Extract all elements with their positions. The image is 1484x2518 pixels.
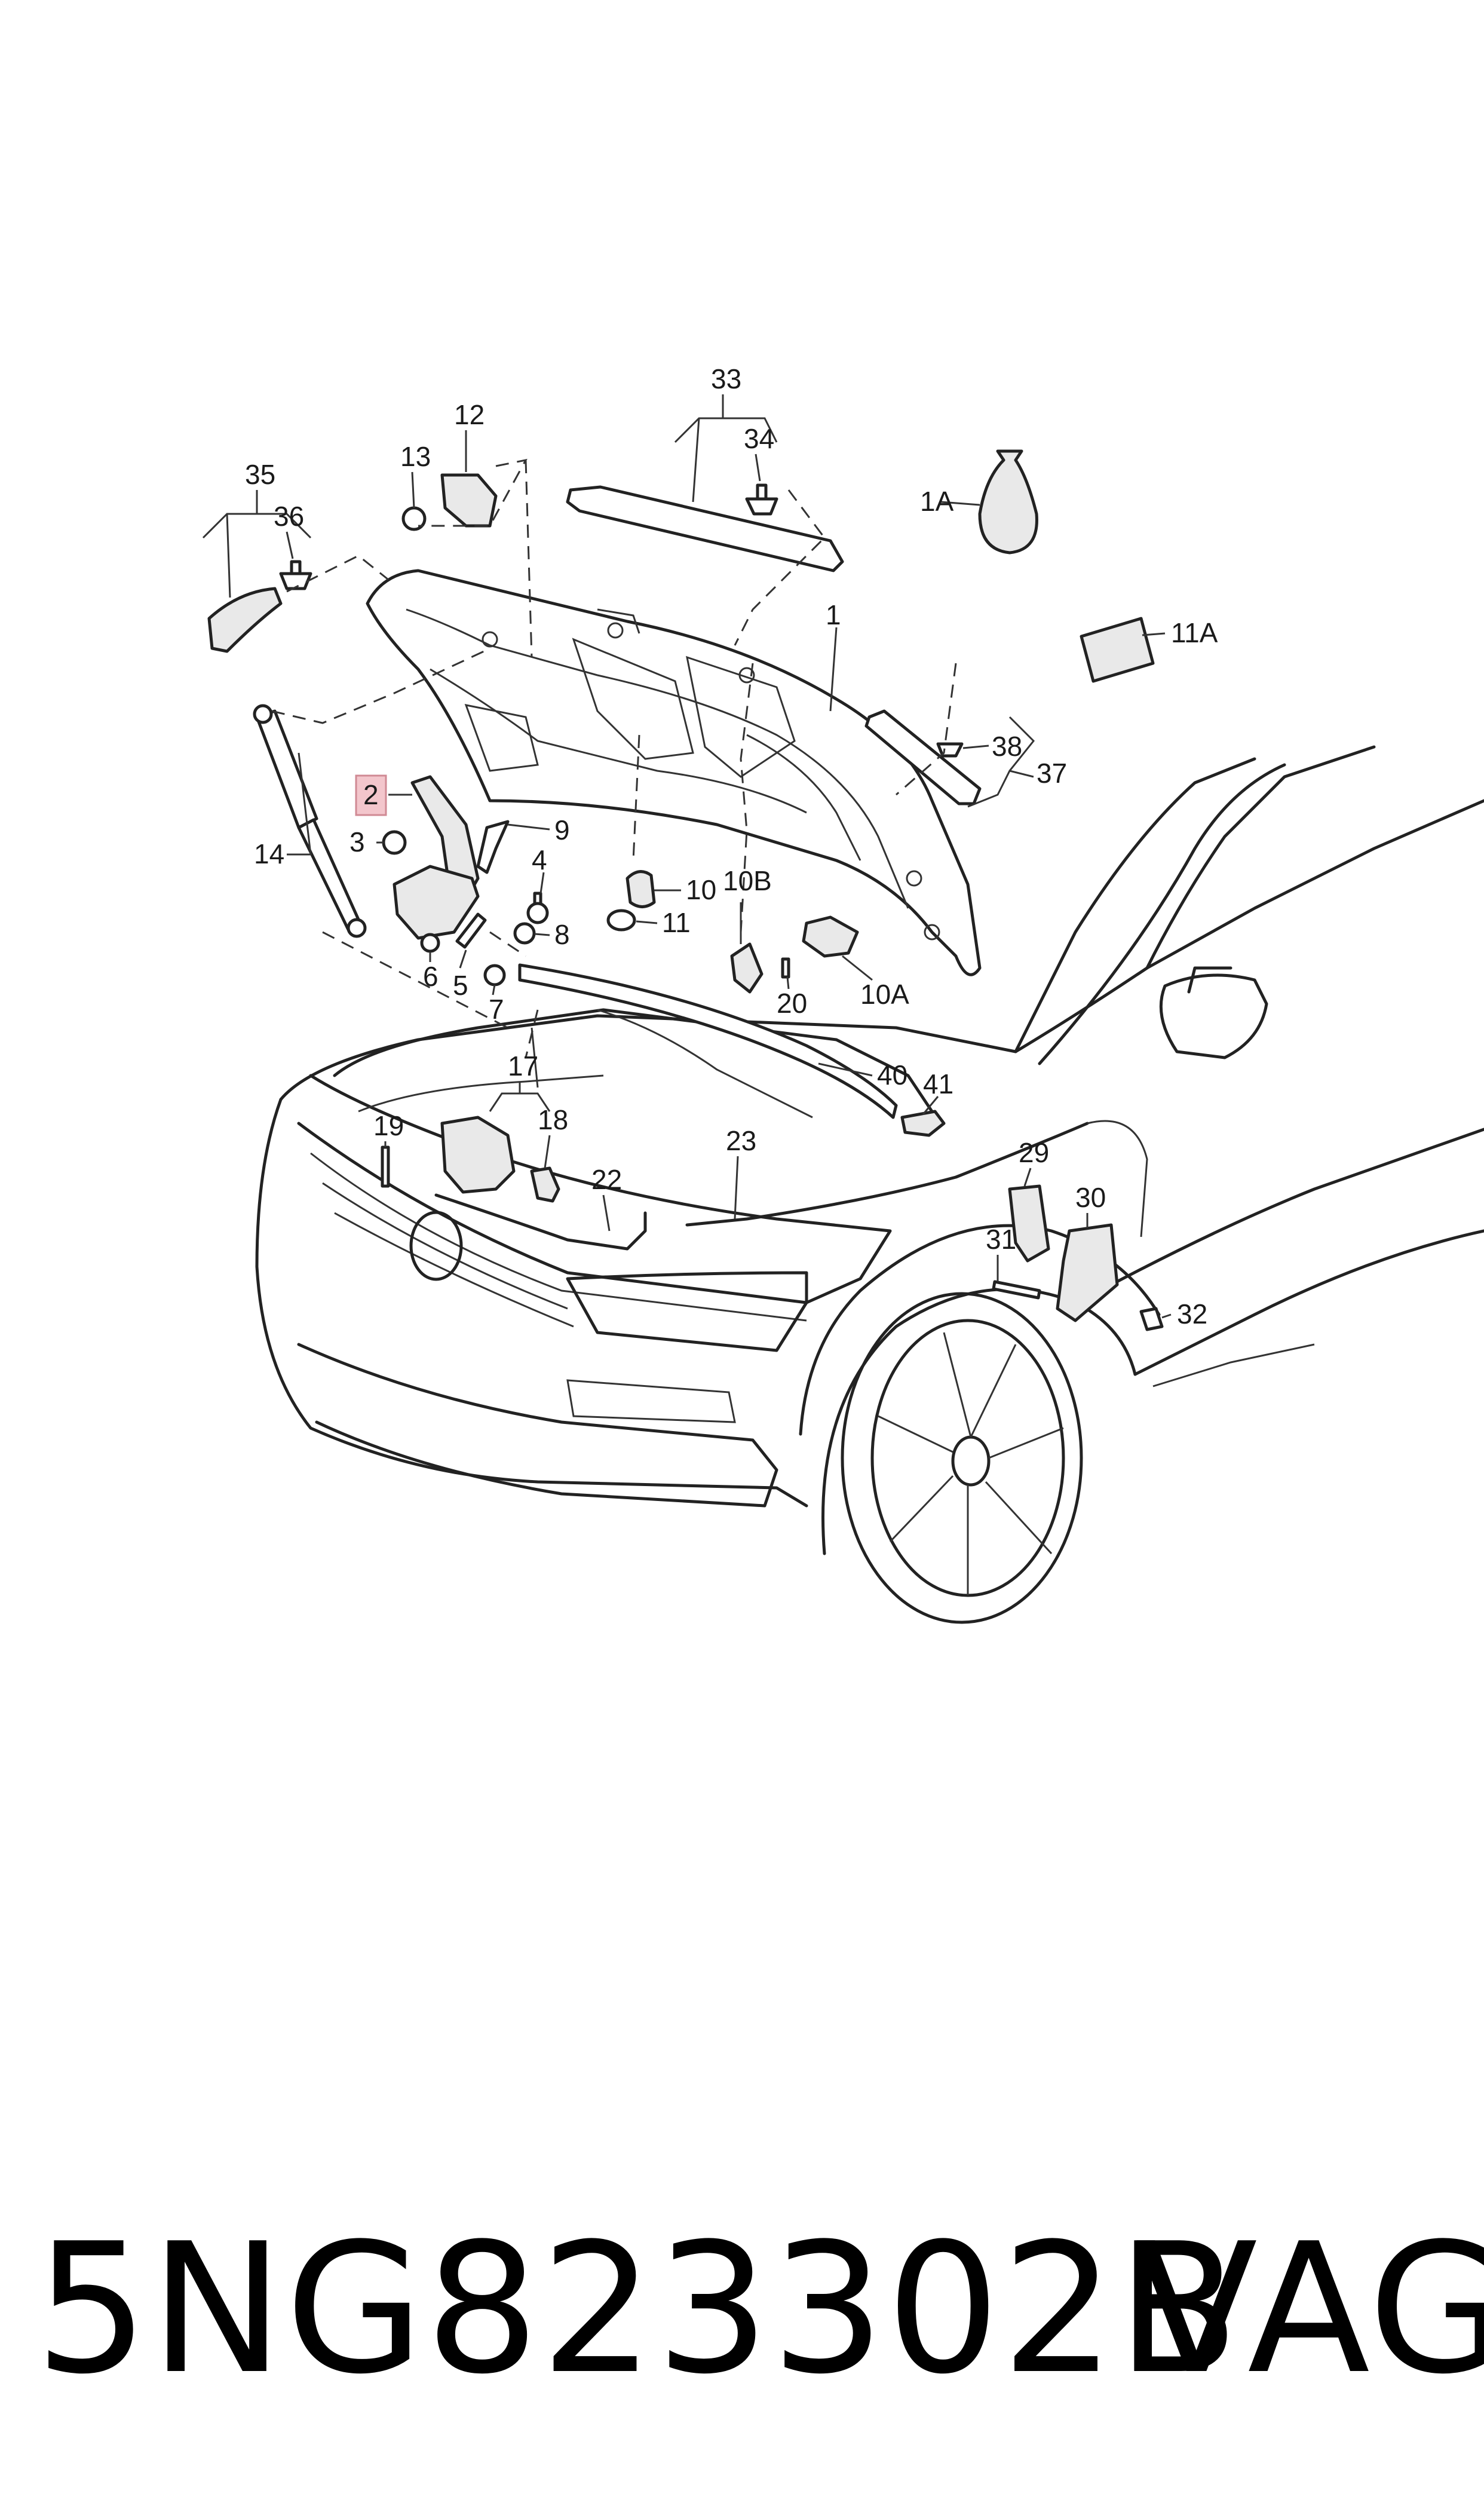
callout-32: 32 — [1177, 1298, 1207, 1330]
bolt-part-5 — [455, 912, 487, 949]
callout-35: 35 — [245, 459, 275, 490]
callout-3: 3 — [349, 826, 365, 857]
callout-1A: 1A — [920, 486, 954, 517]
callout-labels: 1 1A 2 3 4 5 6 7 8 9 10 10A 10B 11 11A 1… — [245, 363, 1218, 1330]
label-part-11A — [1080, 617, 1155, 683]
callout-9: 9 — [554, 814, 570, 846]
guide-part-10A — [802, 915, 859, 958]
cable-part-23 — [685, 1122, 1089, 1227]
callout-1: 1 — [826, 599, 841, 630]
callout-29: 29 — [1019, 1137, 1049, 1168]
car-body-drawing — [255, 745, 1484, 1624]
striker-part-10B — [730, 942, 764, 994]
nut-part-8 — [513, 922, 536, 945]
callout-38: 38 — [992, 731, 1022, 762]
gas-strut-part-14 — [253, 704, 367, 938]
callout-40: 40 — [877, 1059, 907, 1090]
nut-part-7 — [483, 964, 506, 987]
callout-34: 34 — [744, 423, 774, 454]
callout-8: 8 — [554, 919, 570, 950]
bolt-part-31 — [992, 1280, 1041, 1300]
buffer-part-10 — [626, 870, 656, 908]
clip-part-34 — [745, 483, 778, 516]
assembly-guide-lines — [271, 458, 957, 1058]
release-cable-part — [1087, 1120, 1148, 1237]
callout-14: 14 — [254, 838, 284, 869]
hinge-lower-part — [393, 865, 480, 940]
callout-11A: 11A — [1171, 617, 1218, 648]
clip-part-36 — [279, 560, 312, 590]
bag-part-1A — [978, 449, 1038, 555]
bolt-part-19 — [381, 1145, 390, 1188]
callout-30: 30 — [1075, 1182, 1106, 1213]
side-seal-part-37 — [864, 709, 982, 805]
lock-part-17 — [440, 1116, 516, 1194]
callout-33: 33 — [711, 363, 741, 394]
seal-strip-part-33 — [566, 485, 844, 572]
callout-22: 22 — [591, 1164, 622, 1195]
callout-23: 23 — [726, 1125, 756, 1156]
callout-10B: 10B — [723, 865, 772, 896]
lever-part-9 — [476, 820, 510, 874]
callout-12: 12 — [454, 399, 485, 430]
brand-caption: VAG — [1135, 2205, 1484, 2413]
callout-7: 7 — [489, 994, 504, 1025]
piece-part-41 — [900, 1110, 946, 1137]
buffer-part-35 — [207, 587, 283, 653]
bracket-part-12 — [440, 473, 498, 528]
callout-19: 19 — [373, 1110, 404, 1141]
callout-37: 37 — [1037, 758, 1067, 789]
callout-10A: 10A — [860, 979, 909, 1010]
callout-10: 10 — [686, 874, 716, 905]
hood-part-1 — [366, 569, 982, 976]
washer-part-6 — [420, 933, 440, 953]
callout-18: 18 — [538, 1104, 568, 1135]
callout-2: 2 — [363, 779, 379, 810]
switch-part-18 — [530, 1166, 560, 1203]
highlight-box-part-2 — [355, 774, 387, 816]
part-number-caption: 5NG823302B — [35, 2205, 1241, 2413]
callout-20: 20 — [777, 988, 807, 1019]
plug-part-11 — [606, 909, 636, 932]
callout-4: 4 — [532, 844, 547, 875]
callout-11: 11 — [662, 907, 691, 938]
seal-part-40 — [518, 963, 898, 1119]
callout-13: 13 — [400, 441, 431, 472]
nut-part-3 — [382, 830, 407, 855]
callout-36: 36 — [274, 501, 304, 532]
clip-part-32 — [1139, 1307, 1164, 1331]
callout-5: 5 — [453, 970, 468, 1001]
handle-part-29 — [1008, 1184, 1050, 1263]
screw-part-20 — [781, 957, 790, 979]
callout-17: 17 — [508, 1050, 538, 1082]
callout-leaders — [202, 394, 1172, 1319]
bracket-part-30 — [1056, 1223, 1119, 1322]
callout-31: 31 — [986, 1224, 1016, 1255]
callout-41: 41 — [923, 1068, 953, 1099]
cable-part-22 — [434, 1193, 647, 1251]
callout-6: 6 — [423, 961, 439, 992]
